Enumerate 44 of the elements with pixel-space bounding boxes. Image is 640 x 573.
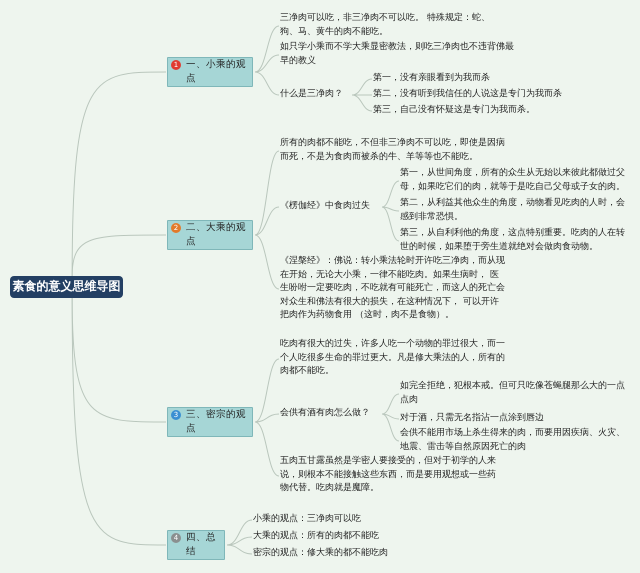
branch-text: 第一，从世间角度，所有的众生从无始以来彼此都做过父母，如果吃它们的肉，就等于是吃自己父母或子女的肉。 xyxy=(400,167,632,195)
connector-line xyxy=(254,422,280,476)
branch-text: 对于酒，只需无名指沾一点涂到唇边 xyxy=(400,412,625,426)
connector-line xyxy=(254,234,280,290)
branch-text: 如完全拒绝，犯根本戒。但可只吃像苍蝇腿那么大的一点点肉 xyxy=(400,380,625,408)
connector-line xyxy=(72,234,166,276)
branch-text: 密宗的观点：修大乘的都不能吃肉 xyxy=(253,547,433,561)
connector-line xyxy=(226,544,252,554)
connector-line xyxy=(382,394,400,414)
branch-text: 会供有酒有肉怎么做？ xyxy=(280,407,380,421)
connector-line xyxy=(382,414,400,420)
connector-line xyxy=(254,206,280,236)
connector-line xyxy=(226,520,252,546)
branch-text: 五肉五甘露虽然是学密人要接受的，但对于初学的人来说，则根本不能接触这些东西，而是要用观想或一些药物代替。吃肉就是魔障。 xyxy=(280,455,500,497)
connector-line xyxy=(254,358,280,422)
branch-text: 所有的肉都不能吃，不但非三净肉不可以吃，即使是因病而死，不是为食肉而被杀的牛、羊等等也不能吃。 xyxy=(280,137,512,165)
connector-line xyxy=(352,78,372,96)
branch-text: 第三，自己没有怀疑这是专门为我而杀。 xyxy=(373,104,573,118)
branch-text: 什么是三净肉？ xyxy=(280,88,350,102)
branch-text: 《楞伽经》中食肉过失 xyxy=(280,200,380,214)
branch-text: 三净肉可以吃，非三净肉不可以吃。 特殊规定：蛇、狗、马、黄牛的肉不能吃。 xyxy=(280,12,505,40)
connector-line xyxy=(352,94,372,112)
branch-text: 大乘的观点：所有的肉都不能吃 xyxy=(253,530,433,544)
connector-line xyxy=(254,72,280,96)
connector-line xyxy=(382,180,400,208)
connector-line xyxy=(254,54,280,72)
branch-text: 如只学小乘而不学大乘显密教法，则吃三净肉也不违背佛最早的教义 xyxy=(280,41,515,69)
branch-text: 吃肉有很大的过失，许多人吃一个动物的罪过很大，而一个人吃很多生命的罪过更大。凡是修大乘法的人，所有的肉都不能吃。 xyxy=(280,338,505,380)
title-box: 素食的意义思维导图 xyxy=(10,276,123,298)
connector-line xyxy=(254,26,280,72)
connector-line xyxy=(382,414,400,442)
connector-line xyxy=(382,206,400,242)
branch-text: 第二，没有听到我信任的人说这是专门为我而杀 xyxy=(373,88,603,102)
connector-line xyxy=(254,150,280,236)
branch-text: 会供不能用市场上杀生得来的肉，而要用因疾病、火灾、地震、雷击等自然原因死亡的肉 xyxy=(400,427,625,455)
branch-text: 第二，从利益其他众生的角度，动物看见吃肉的人时，会感到非常恐惧。 xyxy=(400,197,632,225)
branch-text: 第三，从自利利他的角度，这点特别重要。吃肉的人在转世的时候，如果堕于旁生道就绝对会做肉食动物。 xyxy=(400,227,632,255)
connector-line xyxy=(382,206,400,212)
branch-text: 小乘的观点：三净肉可以吃 xyxy=(253,513,433,527)
connector-line xyxy=(352,94,372,96)
branch-text: 第一，没有亲眼看到为我而杀 xyxy=(373,72,573,86)
branch-text: 《涅槃经》：佛说：转小乘法轮时开许吃三净肉，而从现在开始，无论大小乘，一律不能吃肉。如果生病时， 医生吩咐一定要吃肉，不吃就有可能死亡，而这人的死亡会对众生和佛法有很大的损失，在这种情况下， 可以开许把肉作为药物食用 （这时，肉不是食物）。 xyxy=(280,255,505,323)
connector-line xyxy=(254,414,280,422)
connector-line xyxy=(72,298,166,546)
